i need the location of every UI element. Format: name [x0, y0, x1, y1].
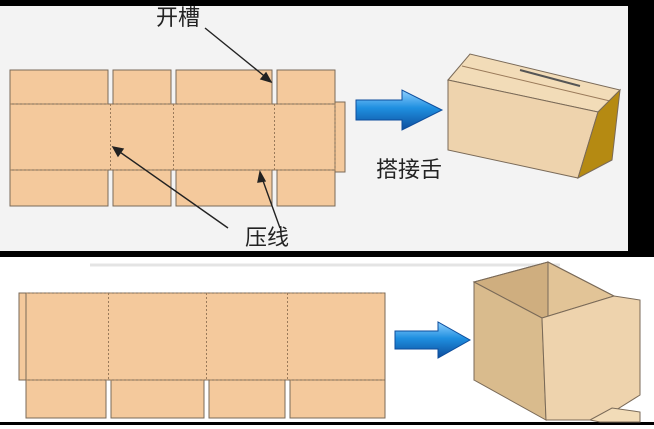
- box-blank-rsc: [9, 69, 346, 207]
- blank-bottom-flap-2: [112, 169, 172, 207]
- blank-top-flap-2: [112, 69, 172, 105]
- top-panel: [0, 0, 654, 267]
- bottom-frame-bar: [0, 422, 654, 425]
- crease-pointer-head-1: [111, 146, 125, 158]
- slot-pointer-head: [259, 71, 273, 84]
- box-blank-hsc: [18, 292, 386, 419]
- hsc-crease-lines: [26, 292, 385, 381]
- hsc-bottom-flap-2: [110, 379, 205, 419]
- hsc-bottom-flap-4: [289, 379, 386, 419]
- blank-top-flap-1: [9, 69, 109, 105]
- pointer-lines: [111, 27, 281, 229]
- right-frame-bar: [628, 0, 654, 255]
- blank-bottom-flap-4: [276, 169, 336, 207]
- glue-tab: [334, 101, 346, 173]
- blank-top-flap-4: [276, 69, 336, 105]
- blank-body-panels: [9, 103, 336, 171]
- hsc-bottom-flap-1: [25, 379, 107, 419]
- bottom-panel: [0, 261, 654, 425]
- blank-bottom-flap-3: [175, 169, 273, 207]
- right-arrow-icon: [355, 89, 444, 131]
- folded-box-closed: [447, 53, 621, 180]
- hsc-body-panels: [25, 292, 386, 381]
- box-end-face: [577, 88, 621, 180]
- crease-pointer-head-2: [257, 169, 267, 183]
- slot-label: 开槽: [156, 6, 201, 31]
- hsc-glue-tab: [18, 292, 27, 381]
- open-box-bottom-flap: [588, 407, 641, 423]
- blank-crease-lines: [10, 103, 336, 171]
- crease-pointer-line-1: [116, 149, 229, 229]
- open-box-front-face: [541, 295, 641, 421]
- blank-top-flap-3: [175, 69, 273, 105]
- crease-pointer-line-2: [261, 177, 281, 229]
- slot-pointer-line: [204, 27, 269, 80]
- overlap-tongue-label: 搭接舌: [376, 158, 443, 183]
- hsc-bottom-flap-3: [208, 379, 286, 419]
- divider-bar: [0, 251, 654, 257]
- right-arrow-icon: [394, 321, 472, 359]
- blank-bottom-flap-1: [9, 169, 109, 207]
- top-frame-bar: [0, 0, 654, 6]
- crease-label: 压线: [245, 226, 290, 251]
- folded-box-open: [472, 261, 641, 423]
